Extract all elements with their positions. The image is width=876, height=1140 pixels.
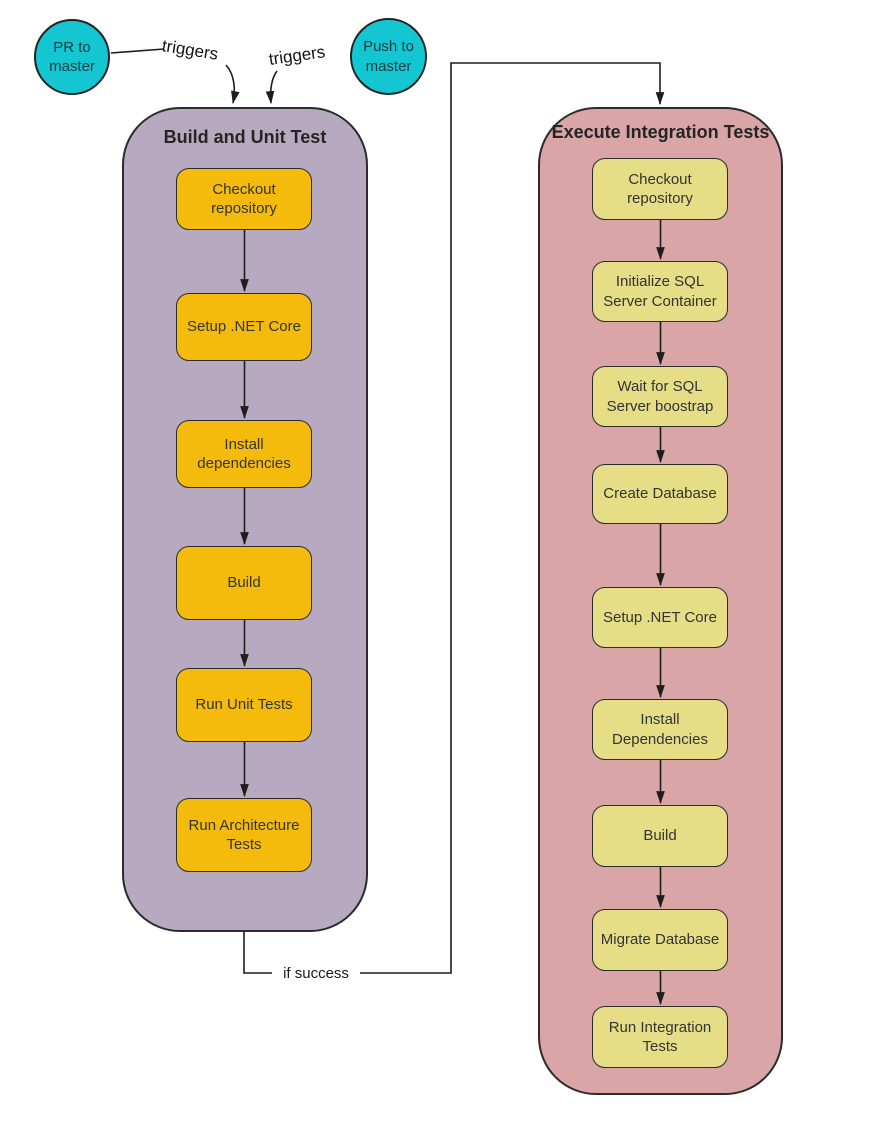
integration-pipeline-title: Execute Integration Tests xyxy=(551,122,770,142)
edge-label-triggers-right: triggers xyxy=(267,42,327,69)
edge-label-triggers-left: triggers xyxy=(160,36,220,64)
step-checkout-repository-2: Checkout repository xyxy=(592,158,728,220)
step-setup-dotnet-core-2: Setup .NET Core xyxy=(592,587,728,648)
trigger-node-push-to-master: Push to master xyxy=(350,18,427,95)
connector-pr-to-triggers xyxy=(110,48,165,54)
step-checkout-repository: Checkout repository xyxy=(176,168,312,230)
trigger-node-pr-to-master: PR to master xyxy=(34,19,110,95)
connector-triggers-right-arrow xyxy=(265,70,278,105)
step-initialize-sql-server-container: Initialize SQL Server Container xyxy=(592,261,728,322)
step-setup-dotnet-core: Setup .NET Core xyxy=(176,293,312,361)
step-run-unit-tests: Run Unit Tests xyxy=(176,668,312,742)
step-build: Build xyxy=(176,546,312,620)
step-run-integration-tests: Run Integration Tests xyxy=(592,1006,728,1068)
build-pipeline-title: Build and Unit Test xyxy=(163,127,327,147)
step-run-architecture-tests: Run Architecture Tests xyxy=(176,798,312,872)
step-wait-for-sql-server-bootstrap: Wait for SQL Server boostrap xyxy=(592,366,728,427)
step-migrate-database: Migrate Database xyxy=(592,909,728,971)
step-install-dependencies: Install dependencies xyxy=(176,420,312,488)
connector-triggers-left-arrow xyxy=(225,64,240,105)
step-install-dependencies-2: Install Dependencies xyxy=(592,699,728,760)
edge-label-if-success: if success xyxy=(272,961,360,985)
step-build-2: Build xyxy=(592,805,728,867)
step-create-database: Create Database xyxy=(592,464,728,524)
